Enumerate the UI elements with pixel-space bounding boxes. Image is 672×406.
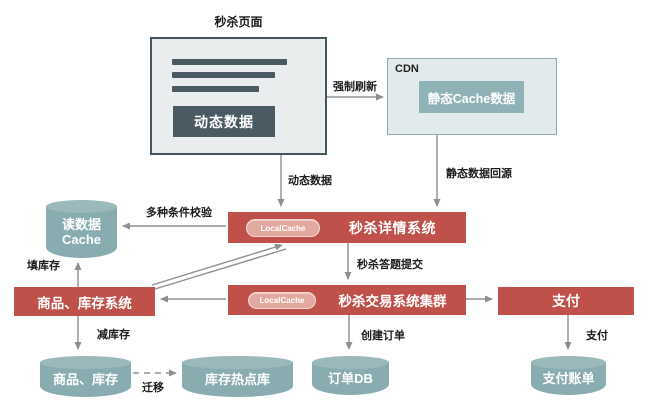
dynamic-data-block: 动态数据: [173, 106, 275, 137]
cylinder-top: [40, 356, 131, 369]
pay-bill-db: 支付账单: [531, 356, 606, 395]
trade-system-label: 秒杀交易系统集群: [338, 294, 447, 309]
edge-label-dynamic-data: 动态数据: [288, 175, 332, 187]
hotspot-stock-db: 库存热点库: [182, 356, 293, 397]
seckill-trade-system-cluster: LocalCache 秒杀交易系统集群: [228, 285, 466, 315]
goods-stock-system: 商品、库存系统: [14, 287, 155, 316]
page-title: 秒杀页面: [214, 15, 263, 29]
cdn-label: CDN: [395, 63, 419, 75]
edge-label-pay: 支付: [586, 330, 608, 342]
cylinder-body: [46, 206, 117, 258]
read-data-cache-store: 读数据 Cache: [46, 200, 117, 258]
goods-db-label: 商品、库存: [52, 372, 118, 388]
edge-label-force-refresh: 强制刷新: [333, 81, 377, 93]
text-placeholder-line: [172, 86, 259, 92]
pay-system: 支付: [498, 287, 634, 315]
static-cache-block: 静态Cache数据: [419, 81, 524, 113]
order-db: 订单DB: [312, 356, 389, 395]
cylinder-top: [46, 200, 117, 213]
edge-label-reduce-stock: 减库存: [97, 329, 130, 341]
cdn-box: CDN 静态Cache数据: [387, 58, 557, 135]
edge-label-create-order: 创建订单: [361, 330, 405, 342]
edge-label-answer-submit: 秒杀答题提交: [357, 259, 423, 271]
order-db-label: 订单DB: [328, 371, 373, 387]
cylinder-top: [182, 356, 293, 369]
local-cache-badge: LocalCache: [246, 219, 320, 237]
hotspot-db-label: 库存热点库: [204, 372, 270, 388]
detail-system-label: 秒杀详情系统: [349, 219, 436, 236]
edge-label-migrate: 迁移: [142, 382, 164, 394]
text-placeholder-line: [172, 59, 287, 65]
pay-db-label: 支付账单: [542, 371, 595, 387]
edge-label-multi-check: 多种条件校验: [146, 207, 212, 219]
text-placeholder-line: [172, 72, 275, 78]
local-cache-badge: LocalCache: [248, 292, 316, 309]
cylinder-top: [312, 356, 389, 369]
seckill-detail-system: LocalCache 秒杀详情系统: [228, 212, 466, 243]
edge-label-static-back: 静态数据回源: [446, 168, 512, 180]
goods-stock-db: 商品、库存: [40, 356, 131, 397]
edge-label-fill-stock: 填库存: [27, 260, 60, 272]
cylinder-top: [531, 356, 606, 369]
seckill-page-box: 动态数据: [150, 37, 327, 155]
read-cache-label: 读数据 Cache: [61, 217, 102, 247]
